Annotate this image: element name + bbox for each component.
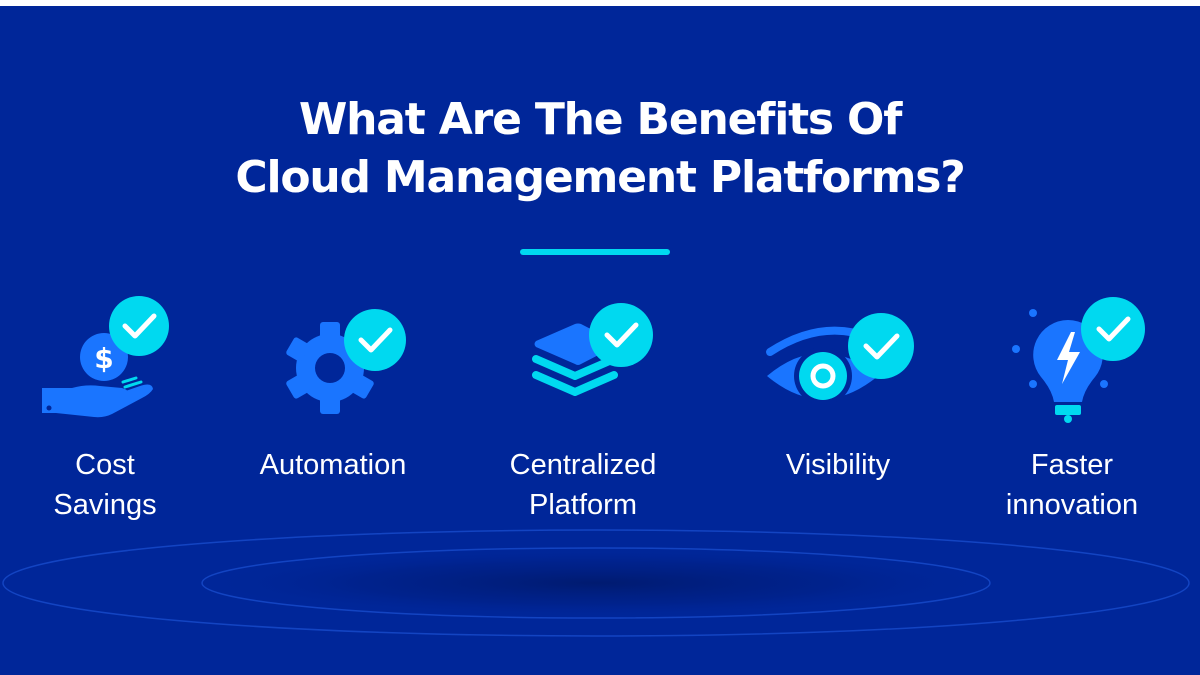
title-line-2: Cloud Management Platforms?	[235, 152, 965, 203]
title-line-1: What Are The Benefits Of	[298, 94, 903, 145]
infographic-canvas: What Are The Benefits Of Cloud Managemen…	[0, 6, 1200, 675]
page-title: What Are The Benefits Of Cloud Managemen…	[0, 91, 1200, 207]
visibility-eye-icon	[766, 313, 914, 405]
benefit-label-centralized-platform: Centralized Platform	[509, 449, 657, 521]
innovation-lightbulb-icon	[1012, 297, 1145, 423]
top-white-strip	[0, 0, 1200, 6]
benefit-label-faster-innovation: Faster innovation	[1005, 449, 1139, 521]
centralized-layers-icon	[532, 303, 653, 396]
benefit-label-automation: Automation	[259, 449, 407, 481]
automation-gear-icon	[286, 309, 406, 414]
benefit-label-visibility: Visibility	[785, 449, 891, 481]
benefit-label-cost-savings: Cost Savings	[53, 449, 157, 521]
svg-text:$: $	[94, 342, 113, 375]
title-underline-accent	[520, 249, 670, 255]
cost-savings-hand-coin-icon: $	[42, 296, 169, 418]
